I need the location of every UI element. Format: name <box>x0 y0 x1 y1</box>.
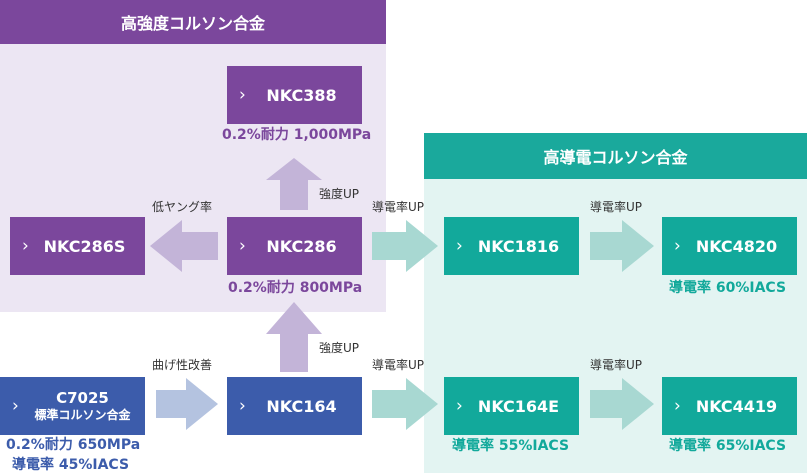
chevron-right-icon: › <box>456 235 463 256</box>
nkc286s-box[interactable]: › NKC286S <box>10 217 145 275</box>
nkc286-label: NKC286 <box>266 236 337 256</box>
nkc4820-spec: 導電率 60%IACS <box>669 280 787 296</box>
arrow-right-conductivity-4 <box>590 378 654 430</box>
nkc164e-spec: 導電率 55%IACS <box>452 438 570 454</box>
arrow-up-strength-1 <box>266 158 322 210</box>
nkc164-box[interactable]: › NKC164 <box>227 377 362 435</box>
nkc1816-box[interactable]: › NKC1816 <box>444 217 579 275</box>
c7025-spec-conductivity: 導電率 45%IACS <box>12 457 130 473</box>
chevron-right-icon: › <box>239 235 246 256</box>
chevron-right-icon: › <box>674 235 681 256</box>
high-strength-header: 高強度コルソン合金 <box>0 0 386 44</box>
chevron-right-icon: › <box>456 395 463 416</box>
high-conductivity-header: 高導電コルソン合金 <box>424 133 807 179</box>
nkc164-label: NKC164 <box>266 396 337 416</box>
nkc1816-label: NKC1816 <box>477 236 560 256</box>
arrow-label-bendability: 曲げ性改善 <box>152 358 213 372</box>
nkc286s-label: NKC286S <box>43 236 126 256</box>
nkc4820-box[interactable]: › NKC4820 <box>662 217 797 275</box>
c7025-spec-strength: 0.2%耐力 650MPa <box>6 437 141 453</box>
nkc4419-label: NKC4419 <box>695 396 778 416</box>
arrow-right-bendability <box>156 378 218 430</box>
nkc286-box[interactable]: › NKC286 <box>227 217 362 275</box>
arrow-left-low-young <box>150 220 218 272</box>
chevron-right-icon: › <box>239 84 246 105</box>
nkc164e-label: NKC164E <box>477 396 560 416</box>
arrow-label-strength-up-1: 強度UP <box>319 187 360 201</box>
nkc388-spec: 0.2%耐力 1,000MPa <box>222 127 372 143</box>
chevron-right-icon: › <box>674 395 681 416</box>
chevron-right-icon: › <box>239 395 246 416</box>
arrow-label-conductivity-up-2: 導電率UP <box>590 200 643 214</box>
nkc388-box[interactable]: › NKC388 <box>227 66 362 124</box>
arrow-label-conductivity-up-4: 導電率UP <box>590 358 643 372</box>
nkc286-spec: 0.2%耐力 800MPa <box>228 280 363 296</box>
arrow-label-conductivity-up-3: 導電率UP <box>372 358 425 372</box>
nkc4419-spec: 導電率 65%IACS <box>669 438 787 454</box>
arrow-label-strength-up-2: 強度UP <box>319 341 360 355</box>
c7025-label: C7025 <box>56 389 109 407</box>
chevron-right-icon: › <box>12 395 19 416</box>
arrow-label-conductivity-up-1: 導電率UP <box>372 200 425 214</box>
nkc4419-box[interactable]: › NKC4419 <box>662 377 797 435</box>
chevron-right-icon: › <box>22 235 29 256</box>
nkc164e-box[interactable]: › NKC164E <box>444 377 579 435</box>
arrow-right-conductivity-1 <box>372 220 438 272</box>
arrow-right-conductivity-2 <box>590 220 654 272</box>
nkc388-label: NKC388 <box>266 85 337 105</box>
arrow-right-conductivity-3 <box>372 378 438 430</box>
nkc4820-label: NKC4820 <box>695 236 778 256</box>
c7025-sublabel: 標準コルソン合金 <box>34 408 131 422</box>
c7025-box[interactable]: › C7025 標準コルソン合金 <box>0 377 145 435</box>
arrow-up-strength-2 <box>266 302 322 372</box>
arrow-label-low-young: 低ヤング率 <box>152 200 213 214</box>
